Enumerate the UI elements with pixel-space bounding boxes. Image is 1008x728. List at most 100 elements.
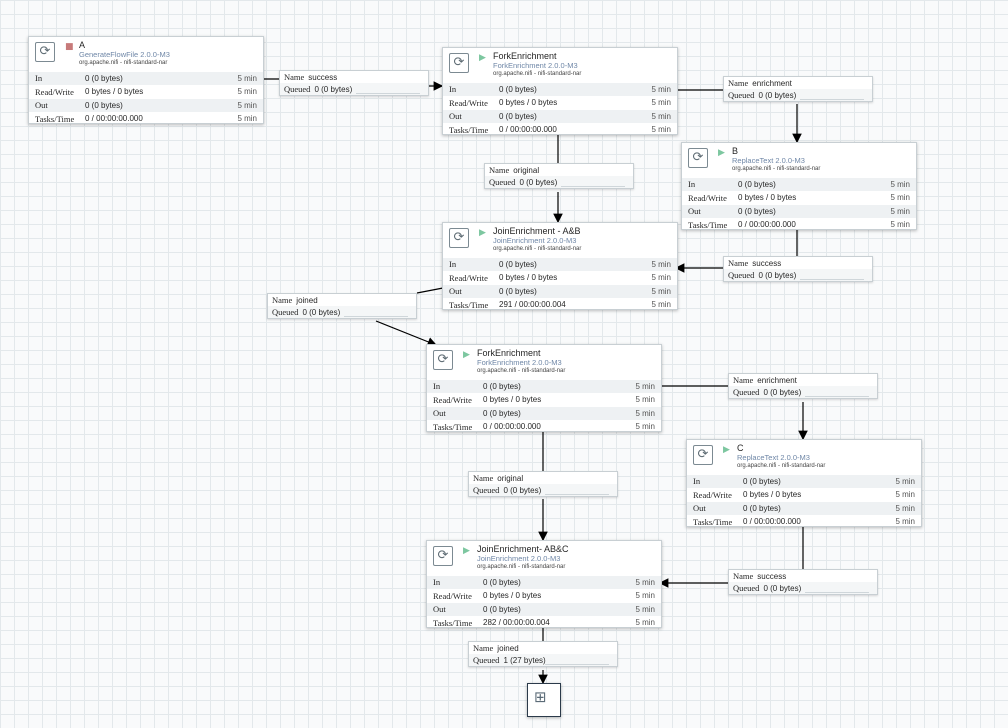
stat-label: Out bbox=[35, 100, 48, 111]
connection-queued: 0 (0 bytes) bbox=[302, 308, 341, 317]
stat-row-out: Out 0 (0 bytes) 5 min bbox=[443, 109, 677, 123]
connection-name-label: Name bbox=[284, 72, 305, 82]
processor-type: ForkEnrichment 2.0.0-M3 bbox=[493, 61, 578, 70]
connection-queued: 0 (0 bytes) bbox=[519, 178, 558, 187]
stat-row-out: Out 0 (0 bytes) 5 min bbox=[427, 406, 661, 420]
stat-label: In bbox=[449, 259, 457, 270]
stat-window: 5 min bbox=[895, 490, 915, 500]
processor-fork-enrichment-2[interactable]: ⟳ ▶ ForkEnrichment ForkEnrichment 2.0.0-… bbox=[426, 344, 662, 432]
stat-row-out: Out 0 (0 bytes) 5 min bbox=[687, 501, 921, 515]
running-icon: ▶ bbox=[463, 350, 470, 360]
processor-bundle: org.apache.nifi - nifi-standard-nar bbox=[732, 166, 821, 172]
processor-icon: ⟳ bbox=[693, 445, 713, 465]
processor-bundle: org.apache.nifi - nifi-standard-nar bbox=[477, 368, 566, 374]
processor-join-enrichment-abc[interactable]: ⟳ ▶ JoinEnrichment- AB&C JoinEnrichment … bbox=[426, 540, 662, 628]
queue-progress-bar bbox=[344, 314, 408, 317]
processor-type: ReplaceText 2.0.0-M3 bbox=[732, 156, 805, 165]
connection-name-label: Name bbox=[733, 375, 754, 385]
processor-join-enrichment-ab[interactable]: ⟳ ▶ JoinEnrichment - A&B JoinEnrichment … bbox=[442, 222, 678, 310]
connection-name: joined bbox=[296, 296, 318, 305]
stat-value: 0 bytes / 0 bytes bbox=[85, 87, 144, 97]
processor-bundle: org.apache.nifi - nifi-standard-nar bbox=[737, 463, 826, 469]
processor-c[interactable]: ⟳ ▶ C ReplaceText 2.0.0-M3 org.apache.ni… bbox=[686, 439, 922, 527]
stopped-icon: ■ bbox=[65, 42, 74, 52]
stat-row-read-write: Read/Write 0 bytes / 0 bytes 5 min bbox=[29, 84, 263, 99]
stat-row-in: In 0 (0 bytes) 5 min bbox=[443, 82, 677, 96]
stat-window: 5 min bbox=[651, 111, 671, 121]
connection-queued-label: Queued bbox=[728, 270, 755, 280]
stat-window: 5 min bbox=[237, 100, 257, 110]
connection-name: success bbox=[752, 259, 782, 268]
stat-value: 0 (0 bytes) bbox=[85, 73, 123, 83]
stat-row-out: Out 0 (0 bytes) 5 min bbox=[682, 204, 916, 218]
running-icon: ▶ bbox=[723, 445, 730, 455]
processor-header[interactable]: ⟳ ■ A GenerateFlowFile 2.0.0-M3 org.apac… bbox=[29, 37, 263, 71]
connection-name-label: Name bbox=[473, 473, 494, 483]
stat-label: Out bbox=[449, 111, 462, 122]
wire-a-fork1 bbox=[262, 79, 442, 86]
stat-window: 5 min bbox=[635, 577, 655, 587]
stat-value: 0 (0 bytes) bbox=[738, 206, 776, 216]
stat-label: In bbox=[433, 381, 441, 392]
processor-header[interactable]: ⟳ ▶ ForkEnrichment ForkEnrichment 2.0.0-… bbox=[443, 48, 677, 82]
stat-row-tasks-time: Tasks/Time 0 / 00:00:00.000 5 min bbox=[687, 514, 921, 529]
connection-name: success bbox=[757, 572, 787, 581]
processor-header[interactable]: ⟳ ▶ JoinEnrichment- AB&C JoinEnrichment … bbox=[427, 541, 661, 575]
connection-name: original bbox=[513, 166, 540, 175]
stat-value: 0 (0 bytes) bbox=[499, 259, 537, 269]
stat-value: 0 / 00:00:00.000 bbox=[499, 125, 557, 135]
stat-row-read-write: Read/Write 0 bytes / 0 bytes 5 min bbox=[443, 270, 677, 285]
stat-label: Out bbox=[433, 408, 446, 419]
stat-label: Out bbox=[449, 286, 462, 297]
processor-header[interactable]: ⟳ ▶ ForkEnrichment ForkEnrichment 2.0.0-… bbox=[427, 345, 661, 379]
processor-bundle: org.apache.nifi - nifi-standard-nar bbox=[493, 246, 582, 252]
stat-label: Tasks/Time bbox=[433, 617, 473, 628]
stat-row-tasks-time: Tasks/Time 282 / 00:00:00.004 5 min bbox=[427, 615, 661, 630]
processor-icon: ⟳ bbox=[35, 42, 55, 62]
stat-label: Read/Write bbox=[35, 86, 74, 97]
processor-fork-enrichment-1[interactable]: ⟳ ▶ ForkEnrichment ForkEnrichment 2.0.0-… bbox=[442, 47, 678, 135]
stat-window: 5 min bbox=[237, 73, 257, 83]
stat-row-tasks-time: Tasks/Time 0 / 00:00:00.000 5 min bbox=[427, 419, 661, 434]
processor-b[interactable]: ⟳ ▶ B ReplaceText 2.0.0-M3 org.apache.ni… bbox=[681, 142, 917, 230]
stat-row-tasks-time: Tasks/Time 291 / 00:00:00.004 5 min bbox=[443, 297, 677, 312]
queue-progress-bar bbox=[545, 492, 609, 495]
stat-window: 5 min bbox=[237, 114, 257, 124]
processor-bundle: org.apache.nifi - nifi-standard-nar bbox=[493, 71, 582, 77]
processor-header[interactable]: ⟳ ▶ JoinEnrichment - A&B JoinEnrichment … bbox=[443, 223, 677, 257]
stat-value: 0 (0 bytes) bbox=[499, 286, 537, 296]
connection-name: success bbox=[308, 73, 338, 82]
stat-label: Read/Write bbox=[449, 272, 488, 283]
processor-a[interactable]: ⟳ ■ A GenerateFlowFile 2.0.0-M3 org.apac… bbox=[28, 36, 264, 124]
connection-name: joined bbox=[497, 644, 519, 653]
processor-header[interactable]: ⟳ ▶ B ReplaceText 2.0.0-M3 org.apache.ni… bbox=[682, 143, 916, 177]
processor-header[interactable]: ⟳ ▶ C ReplaceText 2.0.0-M3 org.apache.ni… bbox=[687, 440, 921, 474]
stat-row-in: In 0 (0 bytes) 5 min bbox=[427, 379, 661, 393]
connection-queued: 0 (0 bytes) bbox=[763, 584, 802, 593]
stat-value: 0 (0 bytes) bbox=[483, 577, 521, 587]
stat-label: Out bbox=[688, 206, 701, 217]
stat-row-in: In 0 (0 bytes) 5 min bbox=[682, 177, 916, 191]
connection-name-label: Name bbox=[473, 643, 494, 653]
funnel[interactable]: ⊞ bbox=[527, 683, 561, 717]
stat-row-tasks-time: Tasks/Time 0 / 00:00:00.000 5 min bbox=[29, 111, 263, 126]
stat-window: 5 min bbox=[635, 604, 655, 614]
stat-value: 0 (0 bytes) bbox=[499, 111, 537, 121]
connection-queued: 1 (27 bytes) bbox=[503, 656, 546, 665]
